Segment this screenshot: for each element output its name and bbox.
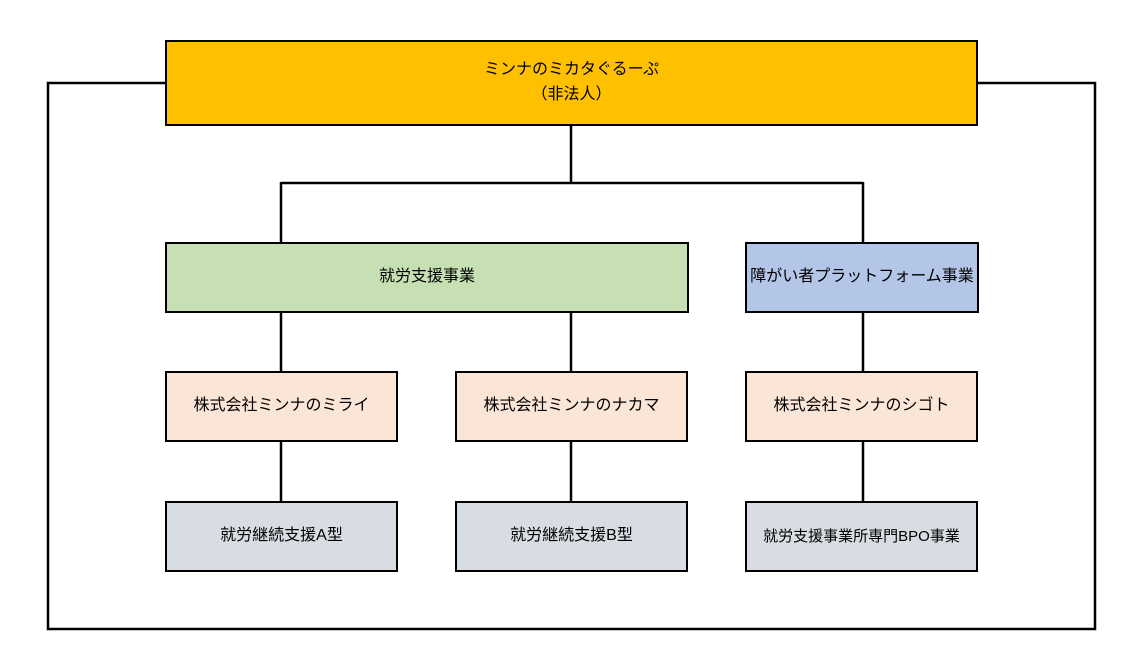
- node-employment-support: 就労支援事業: [165, 242, 689, 313]
- node-minna-no-nakama: 株式会社ミンナのナカマ: [455, 371, 688, 442]
- node-minna-no-shigoto: 株式会社ミンナのシゴト: [745, 371, 978, 442]
- group-label-line1: ミンナのミカタぐるーぷ: [483, 61, 660, 79]
- node-disability-platform: 障がい者プラットフォーム事業: [745, 242, 979, 313]
- group-label-line2: （非法人）: [531, 86, 612, 103]
- node-support-type-b: 就労継続支援B型: [455, 501, 688, 572]
- node-support-type-a: 就労継続支援A型: [165, 501, 398, 572]
- node-group-header: ミンナのミカタぐるーぷ （非法人）: [165, 40, 978, 126]
- node-minna-no-mirai: 株式会社ミンナのミライ: [165, 371, 398, 442]
- node-bpo-business: 就労支援事業所専門BPO事業: [745, 501, 978, 572]
